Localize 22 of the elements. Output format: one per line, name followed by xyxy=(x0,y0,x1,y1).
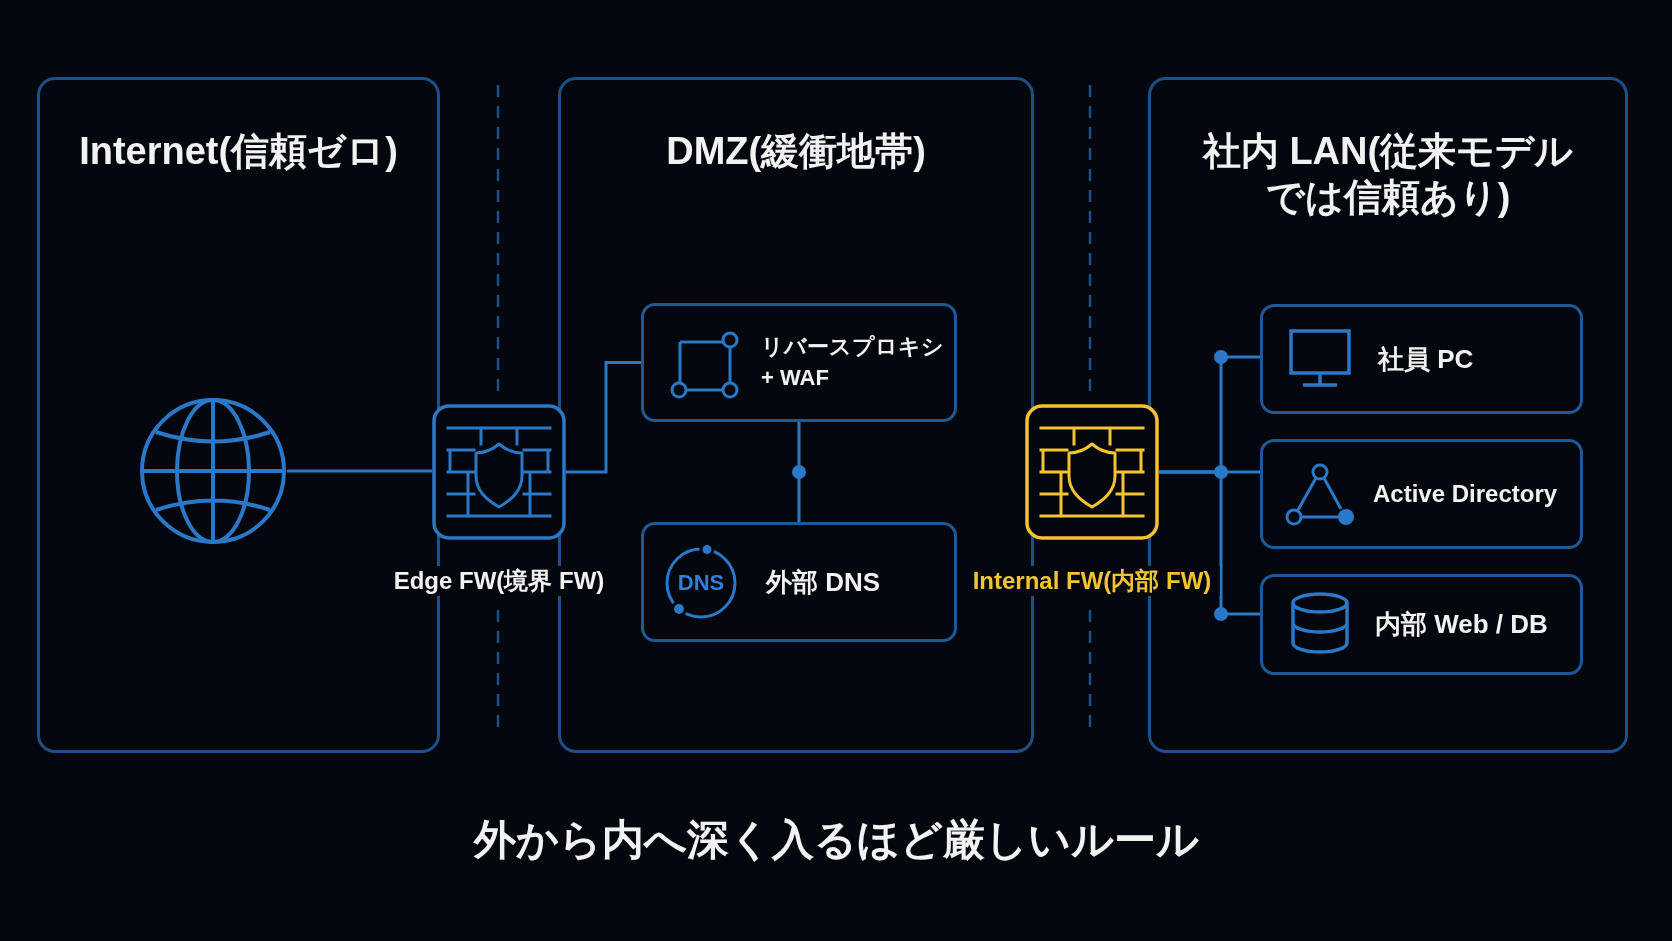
caption-text: 外から内へ深く入るほど厳しいルール xyxy=(473,815,1199,865)
service-label: Active Directory xyxy=(1373,479,1558,510)
firewall-icon xyxy=(432,404,566,540)
service-box xyxy=(1260,574,1583,675)
service-label: 内部 Web / DB xyxy=(1375,608,1548,642)
service-label: 外部 DNS xyxy=(766,565,881,599)
connector-line xyxy=(287,469,432,473)
badge-text: DNS xyxy=(677,571,725,595)
firewall-icon xyxy=(1025,404,1159,540)
connector-line xyxy=(1159,470,1260,616)
service-box xyxy=(1260,304,1583,414)
zone-title: Internet(信頼ゼロ) xyxy=(79,129,398,174)
service-box xyxy=(641,522,957,642)
connector-line xyxy=(566,361,641,474)
service-box xyxy=(641,303,957,422)
service-label: リバースプロキシ + WAF xyxy=(761,332,945,392)
service-box xyxy=(1260,439,1583,549)
zone-title: 社内 LAN(従来モデルでは信頼あり) xyxy=(1201,129,1575,220)
connector-line xyxy=(797,422,801,522)
globe-icon xyxy=(139,397,287,545)
zone-title: DMZ(緩衝地帯) xyxy=(666,129,926,174)
service-label: 社員 PC xyxy=(1378,342,1474,376)
